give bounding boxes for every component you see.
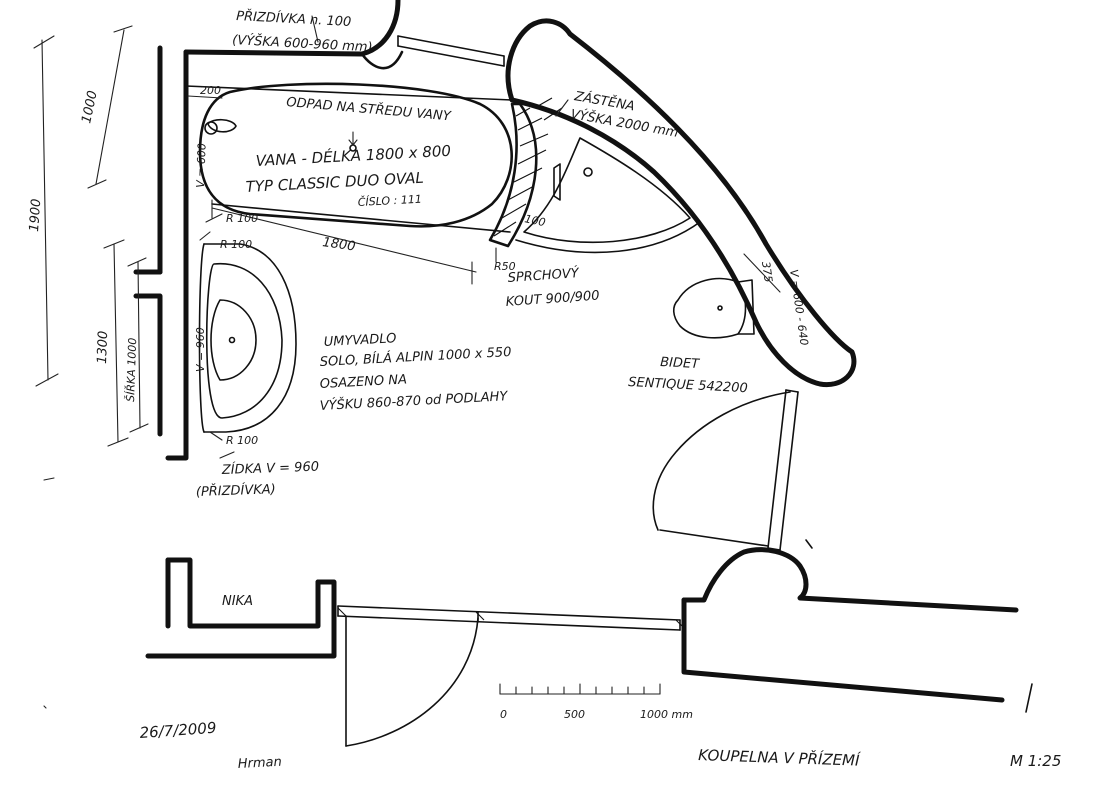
label-bidet-1: BIDET <box>660 355 701 372</box>
label-zidka-2: (PŘIZDÍVKA) <box>196 481 276 500</box>
dimensions <box>33 15 781 459</box>
label-dim-375: 375 <box>759 261 775 284</box>
label-vana-2: TYP CLASSIC DUO OVAL <box>245 169 424 196</box>
label-vana-3: ČÍSLO : 111 <box>357 193 422 209</box>
label-dim-1000-top: 1000 <box>79 89 101 124</box>
label-r100-b: R 100 <box>220 238 252 251</box>
drawing-date: 26/7/2009 <box>139 719 217 742</box>
label-odpad: ODPAD NA STŘEDU VANY <box>286 94 453 124</box>
annotations: PŘIZDÍVKA n. 100 (VÝŠKA 600-960 mm) 200 … <box>27 8 811 609</box>
washbasin <box>198 243 297 433</box>
label-dim-200: 200 <box>200 84 221 97</box>
label-dim-1900: 1900 <box>27 198 44 232</box>
label-sprchovy-1: SPRCHOVÝ <box>507 265 580 286</box>
bathtub <box>185 82 513 233</box>
doors <box>337 391 791 747</box>
scale-tick-500: 500 <box>564 708 585 721</box>
label-r100-a: R 100 <box>226 212 258 225</box>
label-umyvadlo-3: OSAZENO NA <box>319 372 407 392</box>
label-dim-sirka: ŠÍŘKA 1000 <box>124 338 139 403</box>
label-v600: V = 600 <box>194 143 209 188</box>
drawing-title: KOUPELNA V PŘÍZEMÍ <box>698 745 862 770</box>
drawing-scale: M 1:25 <box>1010 752 1061 770</box>
shower-screen <box>488 97 563 248</box>
scale-bar: 0 500 1000 mm <box>499 683 693 721</box>
label-dim-1800: 1800 <box>321 235 356 254</box>
label-umyvadlo-1: UMYVADLO <box>323 331 396 350</box>
drawing-signature: Hrman <box>237 755 282 772</box>
label-przidivka-top-2: (VÝŠKA 600-960 mm) <box>232 32 373 55</box>
scale-tick-1000: 1000 mm <box>640 708 693 721</box>
label-dim-1300: 1300 <box>95 331 111 365</box>
scale-tick-0: 0 <box>500 708 507 721</box>
label-v960: V = 960 <box>194 327 207 372</box>
walls <box>133 0 1019 703</box>
shower-tray <box>515 137 701 254</box>
label-nika: NIKA <box>222 594 253 609</box>
bidet <box>672 277 755 339</box>
label-zidka-1: ZÍDKA V = 960 <box>221 459 320 478</box>
label-r100-c: R 100 <box>226 434 258 447</box>
label-umyvadlo-4: VÝŠKU 860-870 od PODLAHY <box>319 388 508 414</box>
label-dim-100: 100 <box>523 212 546 229</box>
label-przidivka-top-1: PŘIZDÍVKA n. 100 <box>236 8 352 30</box>
label-bidet-2: SENTIQUE 542200 <box>628 375 748 396</box>
label-r50: R50 <box>494 260 516 273</box>
label-sprchovy-2: KOUT 900/900 <box>505 288 600 310</box>
curved-wall <box>505 18 857 388</box>
